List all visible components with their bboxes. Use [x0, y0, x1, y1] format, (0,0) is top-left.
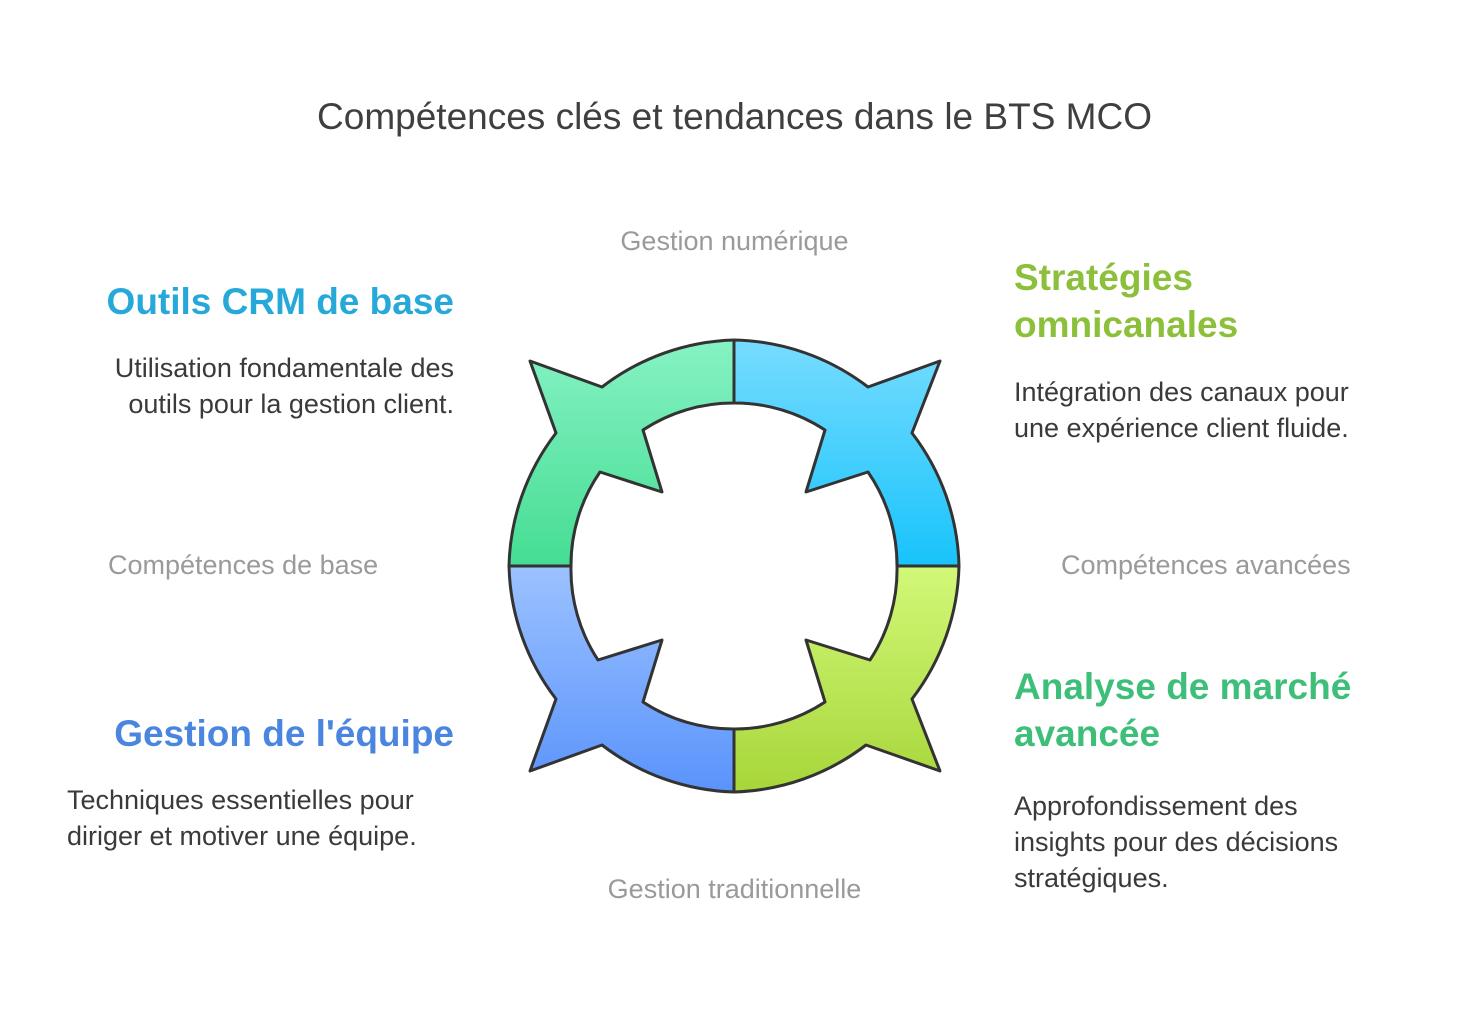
description-line: Techniques essentielles pour [67, 785, 414, 815]
heading-line: Stratégies [1014, 257, 1193, 298]
quadrant-description-bottom-right: Approfondissement des insights pour des … [1014, 788, 1444, 896]
axis-label-left: Compétences de base [108, 550, 379, 580]
description-line: Intégration des canaux pour [1014, 377, 1349, 407]
description-line: insights pour des décisions [1014, 827, 1339, 857]
quadrant-heading-bottom-left: Gestion de l'équipe [114, 713, 454, 754]
cycle-segment-bottom-left [507, 564, 736, 794]
quadrant-heading-top-left: Outils CRM de base [106, 281, 454, 322]
quadrant-description-bottom-left: Techniques essentielles pour diriger et … [67, 782, 467, 854]
quadrant-description-top-left: Utilisation fondamentale des outils pour… [40, 350, 454, 422]
description-line: Utilisation fondamentale des [114, 353, 454, 383]
axis-label-top: Gestion numérique [620, 226, 849, 256]
description-line: diriger et motiver une équipe. [67, 821, 417, 851]
heading-line: avancée [1014, 713, 1161, 754]
description-line: stratégiques. [1014, 863, 1169, 893]
quadrant-heading-top-right: Stratégies omnicanales [1014, 254, 1444, 348]
axis-label-bottom: Gestion traditionnelle [607, 874, 862, 904]
cycle-segment-top-right [732, 338, 961, 568]
cycle-segment-bottom-right [732, 564, 961, 794]
cycle-segment-top-left [507, 338, 736, 568]
quadrant-description-top-right: Intégration des canaux pour une expérien… [1014, 374, 1444, 446]
description-line: outils pour la gestion client. [128, 389, 454, 419]
quadrant-heading-bottom-right: Analyse de marché avancée [1014, 663, 1444, 757]
page-title: Compétences clés et tendances dans le BT… [317, 96, 1152, 137]
heading-line: Analyse de marché [1014, 666, 1352, 707]
heading-line: omnicanales [1014, 304, 1239, 345]
description-line: une expérience client fluide. [1014, 413, 1349, 443]
axis-label-right: Compétences avancées [1061, 550, 1351, 580]
description-line: Approfondissement des [1014, 791, 1298, 821]
